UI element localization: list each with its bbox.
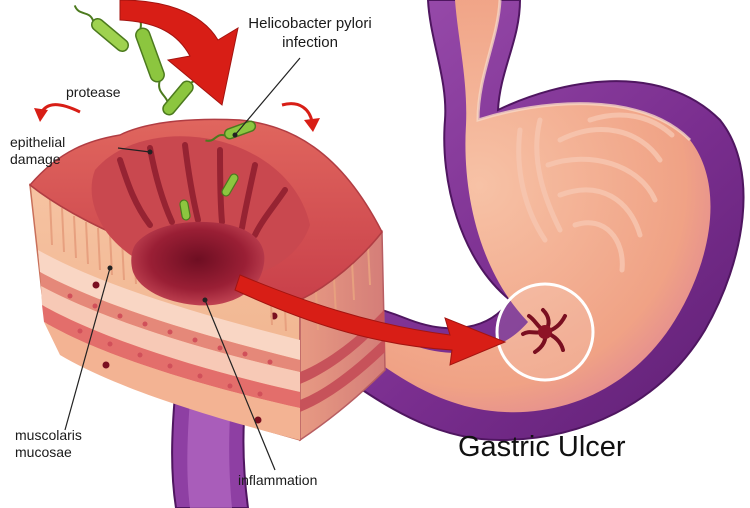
leader-dot-epi [147, 149, 153, 155]
label-epithelial-damage: epithelial damage [10, 134, 66, 167]
ulcer-crater-floor [131, 221, 265, 306]
duodenum-inner [187, 400, 232, 508]
stomach-inner-lining [290, 0, 711, 413]
infection-arrow [119, 0, 239, 106]
leader-lines [64, 57, 301, 471]
label-inflammation: inflammation [238, 472, 318, 488]
stomach-rugae [516, 112, 675, 273]
protease-arrowhead-left [34, 108, 48, 122]
location-arrow [234, 274, 507, 366]
tissue-layers [38, 250, 385, 440]
leader-dot-infl [202, 297, 208, 303]
leader-dot-hp [232, 132, 238, 138]
protease-arrow-right [281, 102, 314, 123]
tissue-cells [67, 281, 278, 424]
label-muscularis-mucosae: muscolaris mucosae [15, 427, 82, 460]
stomach-rim [476, 0, 692, 142]
crater-ridges [117, 142, 288, 238]
label-protease: protease [66, 84, 121, 100]
label-helicobacter-pylori: Helicobacter pylori infection [248, 15, 372, 51]
leader-dot-musc [107, 265, 113, 271]
star-ulcer-icon [521, 308, 567, 354]
diagram-title: Gastric Ulcer [458, 431, 626, 463]
protease-arrowhead-right [304, 118, 320, 132]
